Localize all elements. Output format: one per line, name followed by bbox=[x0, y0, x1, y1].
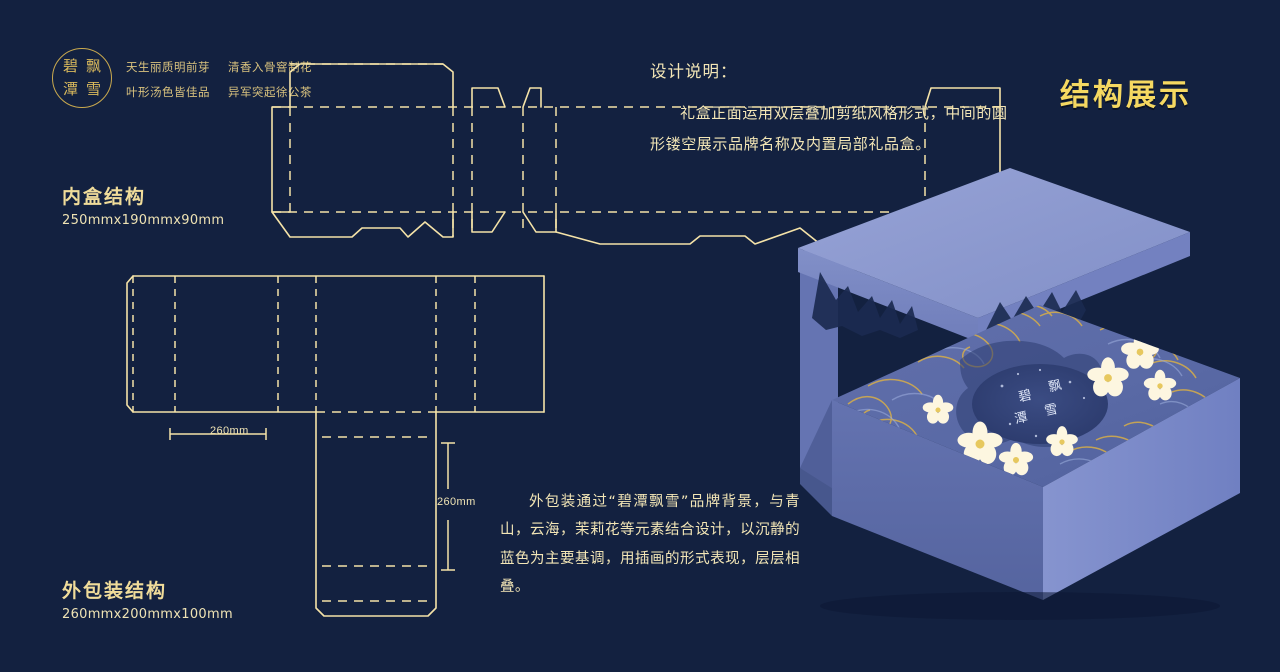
seal-char-4: 雪 bbox=[85, 80, 101, 98]
poem-line-2a: 叶形汤色皆佳品 bbox=[126, 84, 210, 99]
height-dimension-arrow bbox=[441, 442, 455, 571]
seal-char-2: 飘 bbox=[85, 57, 101, 75]
design-description-heading: 设计说明： bbox=[650, 62, 738, 81]
page-title: 结构展示 bbox=[1060, 78, 1192, 113]
outer-box-caption: 外包装结构 260mmx200mmx100mm bbox=[62, 576, 233, 622]
window-char-4: 雪 bbox=[1043, 402, 1059, 420]
poem-line-1b: 清香入骨窨制花 bbox=[228, 59, 312, 74]
outer-box-dimensions: 260mmx200mmx100mm bbox=[62, 607, 233, 622]
jasmine-flowers bbox=[922, 333, 1177, 476]
poem-line-1a: 天生丽质明前芽 bbox=[126, 59, 210, 74]
box-shadow bbox=[820, 592, 1220, 620]
inner-box-dimensions: 250mmx190mmx90mm bbox=[62, 213, 225, 228]
box-right-face bbox=[1043, 378, 1240, 600]
lid-top-face bbox=[798, 168, 1190, 318]
lid-cut-silhouette-left bbox=[812, 272, 918, 338]
window-char-2: 飘 bbox=[1047, 378, 1063, 396]
inner-box-title: 内盒结构 bbox=[62, 186, 147, 208]
circular-window bbox=[972, 364, 1108, 444]
box-front-face bbox=[832, 400, 1043, 600]
window-char-1: 碧 bbox=[1017, 388, 1033, 406]
outer-packaging-description: 外包装通过“碧潭飘雪”品牌背景，与青山，云海，茉莉花等元素结合设计，以沉静的蓝色… bbox=[500, 494, 800, 595]
seal-char-3: 潭 bbox=[62, 80, 78, 98]
outer-box-title: 外包装结构 bbox=[62, 580, 168, 602]
inner-box-caption: 内盒结构 250mmx190mmx90mm bbox=[62, 182, 224, 228]
outer-box-dieline bbox=[126, 275, 545, 617]
top-panel-artwork bbox=[841, 305, 1219, 477]
box-left-inner-wall bbox=[800, 400, 832, 516]
brand-seal-logo: 碧 飘 潭 雪 bbox=[52, 48, 112, 108]
width-dimension-arrow bbox=[169, 428, 267, 440]
poem-row: 天生丽质明前芽 清香入骨窨制花 bbox=[126, 59, 312, 75]
window-brand-name: 碧 飘 潭 雪 bbox=[1013, 378, 1063, 428]
lid-front-side bbox=[798, 248, 978, 342]
box-3d-render: 碧 飘 潭 雪 bbox=[798, 168, 1240, 620]
height-dimension-label: 260mm bbox=[437, 496, 476, 508]
window-char-3: 潭 bbox=[1013, 410, 1029, 428]
seal-char-1: 碧 bbox=[62, 57, 78, 75]
